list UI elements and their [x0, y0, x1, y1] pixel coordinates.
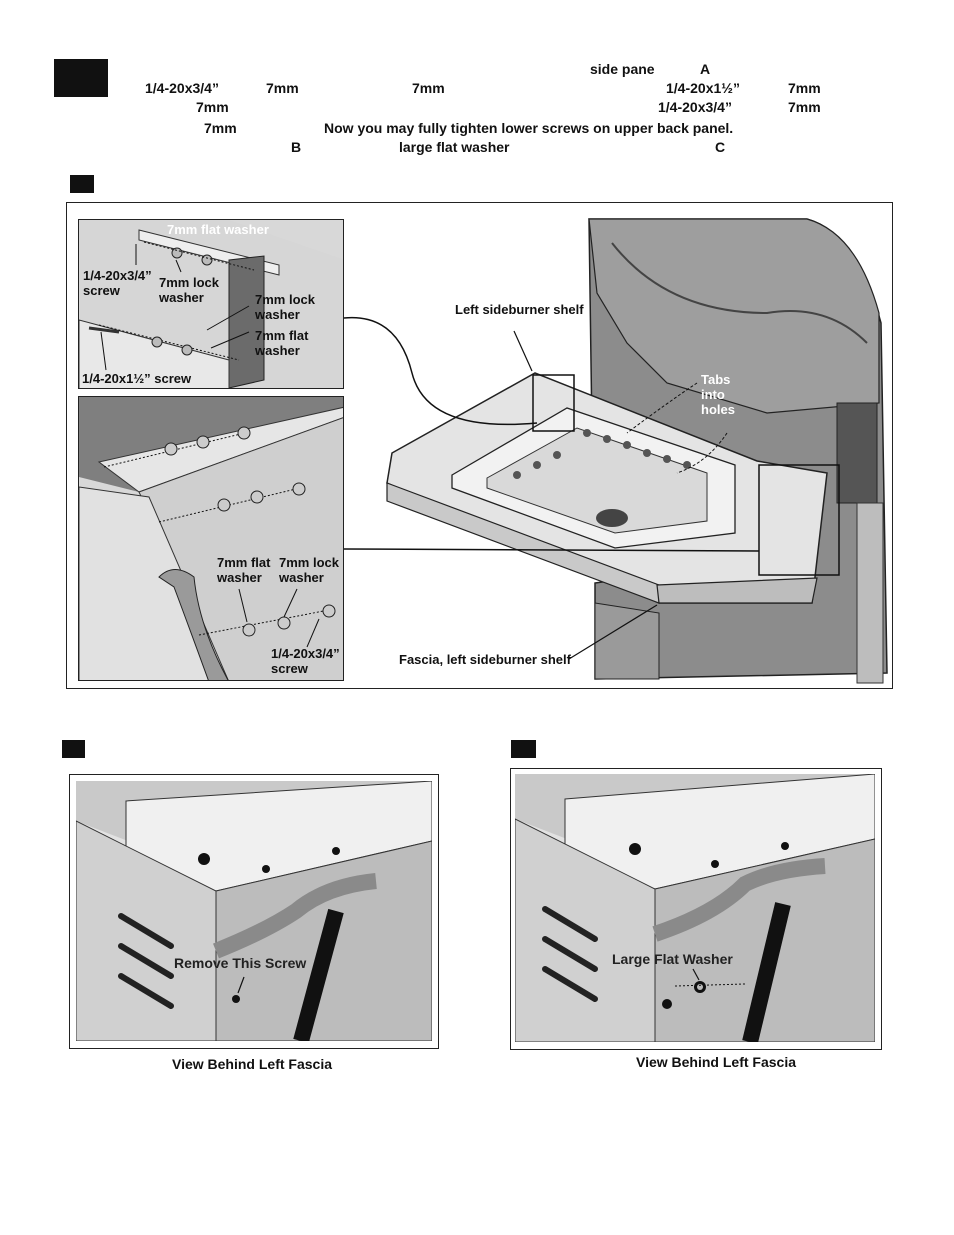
label-fascia: Fascia, left sideburner shelf — [399, 652, 571, 667]
header-ref-c: C — [715, 139, 726, 155]
callout-large-flat-washer: Large Flat Washer — [612, 951, 733, 967]
label-lower-flat-washer: 7mm flat washer — [217, 555, 271, 585]
figure-c-drawing — [515, 774, 875, 1042]
figure-b-marker — [62, 740, 85, 758]
figure-a-frame: 7mm flat washer 1/4-20x3/4” screw 7mm lo… — [66, 202, 893, 689]
header-screw-b: 1/4-20x1½” — [666, 80, 740, 96]
step-number-block — [54, 59, 108, 97]
header-nut-b: 7mm — [412, 80, 445, 96]
label-lock-washer-mid: 7mm lock washer — [255, 292, 315, 322]
inset-hardware-upper: 7mm flat washer 1/4-20x3/4” screw 7mm lo… — [78, 219, 344, 389]
header-nut-e: 7mm — [788, 99, 821, 115]
inset-hardware-lower: 7mm flat washer 7mm lock washer 1/4-20x3… — [78, 396, 344, 681]
callout-remove-screw: Remove This Screw — [174, 955, 307, 971]
label-lower-lock-washer: 7mm lock washer — [279, 555, 339, 585]
figure-c-marker — [511, 740, 536, 758]
header-nut-a: 7mm — [266, 80, 299, 96]
figure-b-drawing — [76, 781, 432, 1041]
header-screw-c: 1/4-20x3/4” — [658, 99, 732, 115]
figure-b-caption: View Behind Left Fascia — [172, 1056, 333, 1072]
header-nut-c: 7mm — [788, 80, 821, 96]
header-screw-a: 1/4-20x3/4” — [145, 80, 219, 96]
figure-c-photo — [515, 774, 875, 1042]
figure-c-frame: Large Flat Washer — [510, 768, 882, 1050]
figure-c-caption: View Behind Left Fascia — [636, 1054, 797, 1070]
header-nut-d: 7mm — [196, 99, 229, 115]
header-washer: large flat washer — [399, 139, 510, 155]
figure-a-marker — [70, 175, 94, 193]
label-tabs-into-holes: Tabs into holes — [701, 372, 735, 417]
label-screw-long: 1/4-20x1½” screw — [82, 371, 192, 386]
figure-b-photo — [76, 781, 432, 1041]
figure-b-frame: Remove This Screw — [69, 774, 439, 1049]
header-ref-a: A — [700, 61, 711, 77]
figure-a-drawing — [343, 218, 888, 684]
inset-upper-drawing — [79, 220, 343, 388]
label-flat-washer-top: 7mm flat washer — [167, 222, 269, 237]
label-lower-screw: 1/4-20x3/4” screw — [271, 646, 340, 676]
inset-lower-drawing — [79, 397, 343, 680]
label-flat-washer-mid: 7mm flat washer — [255, 328, 309, 358]
label-lock-washer-top: 7mm lock washer — [159, 275, 219, 305]
label-screw-short: 1/4-20x3/4” screw — [83, 268, 152, 298]
header-nut-f: 7mm — [204, 120, 237, 136]
label-left-sideburner-shelf: Left sideburner shelf — [455, 302, 584, 317]
header-ref-b: B — [291, 139, 302, 155]
header-instruction: Now you may fully tighten lower screws o… — [324, 120, 734, 136]
header-side-panel: side pane — [590, 61, 655, 77]
